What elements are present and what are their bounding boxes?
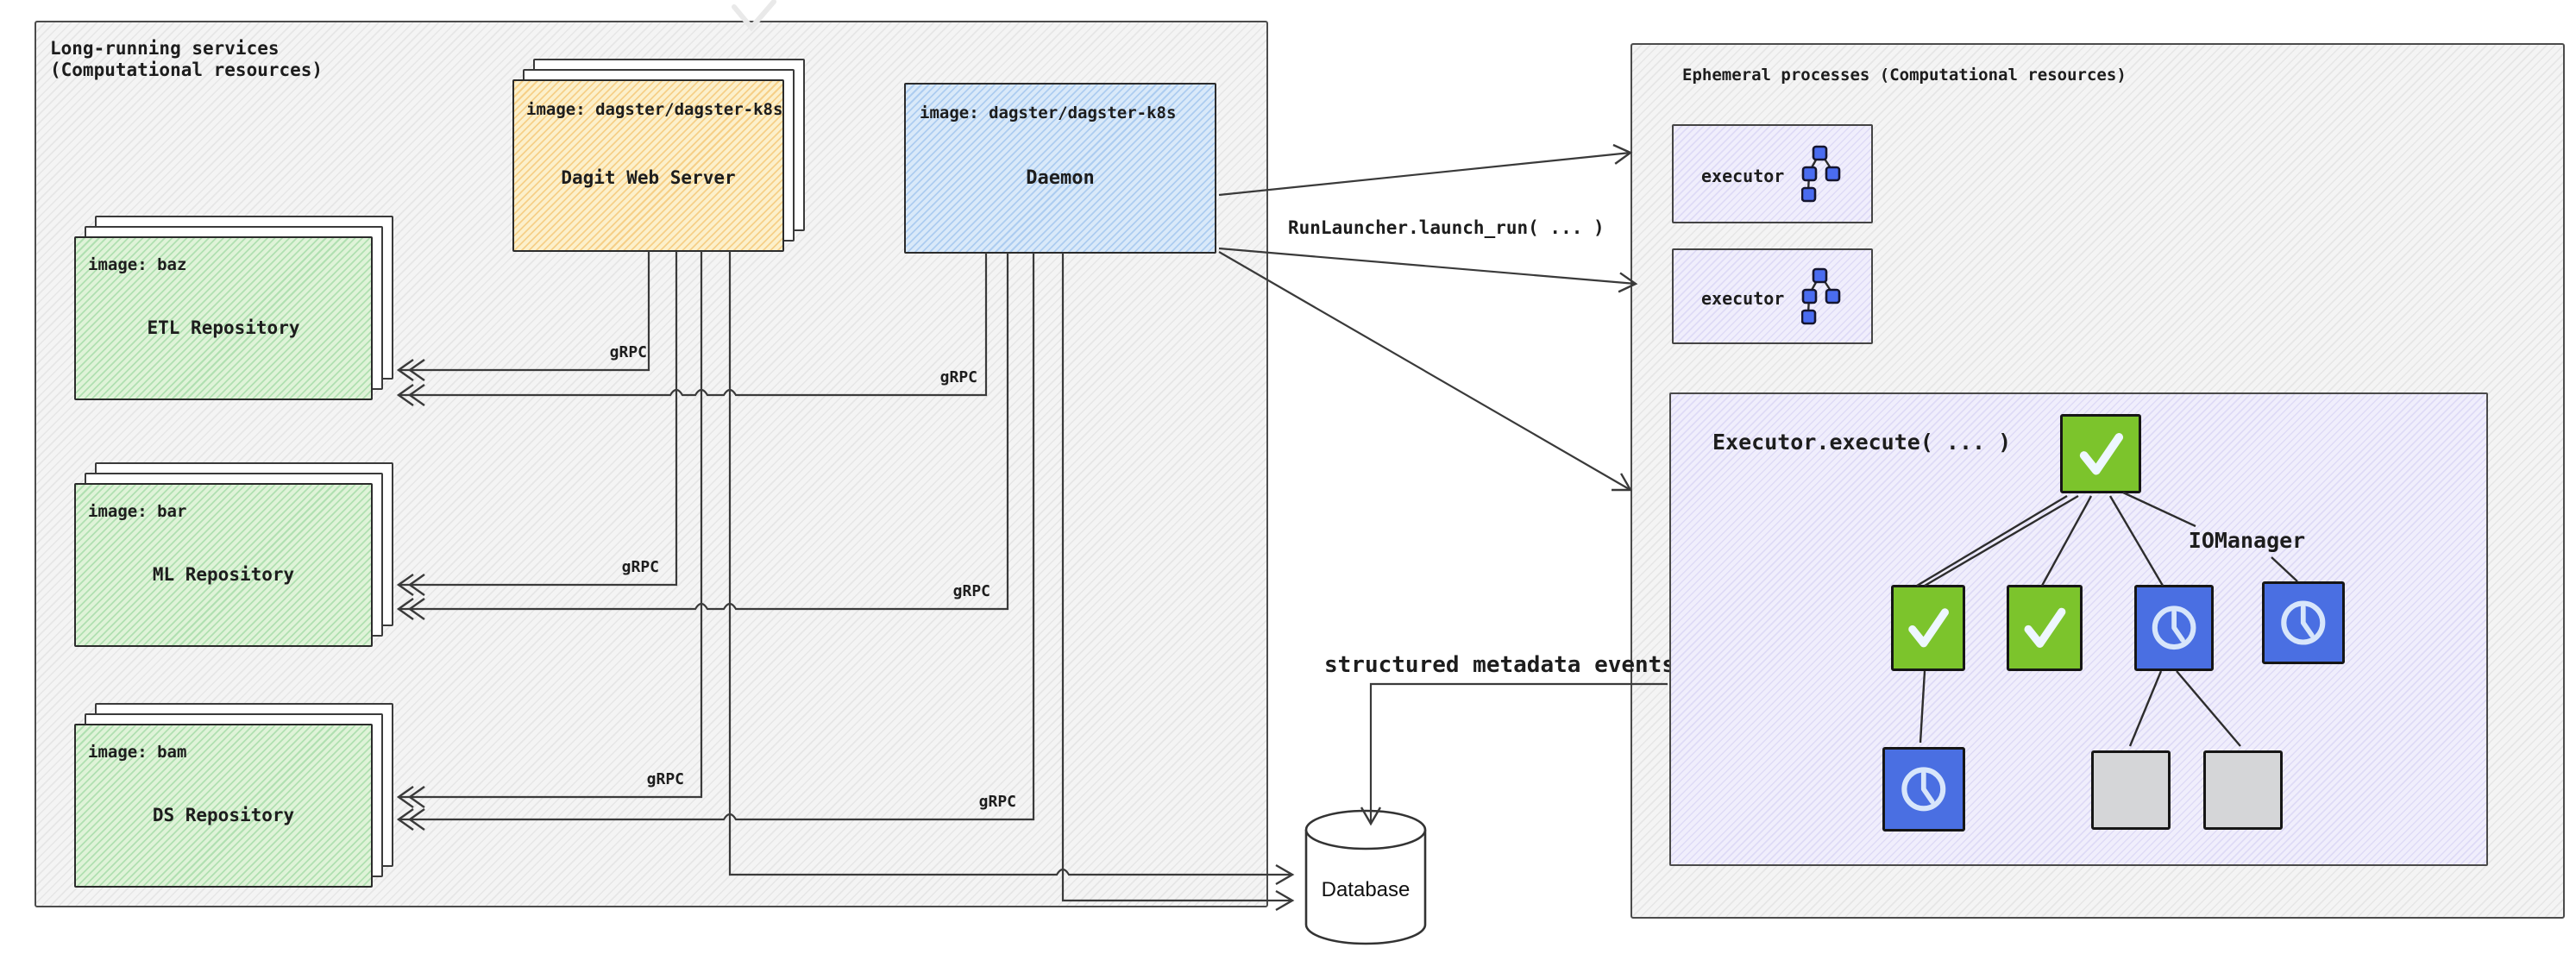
executor-1-label: executor bbox=[1701, 166, 1785, 186]
op-node-success-icon bbox=[1891, 585, 1965, 671]
etl-image-label: image: baz bbox=[88, 255, 187, 274]
etl-repository-box: image: baz ETL Repository bbox=[74, 236, 373, 400]
ml-name: ML Repository bbox=[152, 564, 295, 585]
edge-daemon-executor-2 bbox=[1218, 247, 1638, 293]
executor-execute-box: Executor.execute( ... ) IOManager bbox=[1669, 392, 2488, 866]
op-node-running-clock-icon bbox=[1882, 747, 1965, 832]
left-panel-title-line1: Long-running services bbox=[50, 38, 280, 59]
grpc-label-etl-daemon: gRPC bbox=[939, 368, 977, 386]
ds-repository-box: image: bam DS Repository bbox=[74, 724, 373, 888]
edge-metadata-events-database bbox=[1360, 682, 1668, 826]
daemon-image-label: image: dagster/dagster-k8s bbox=[920, 104, 1177, 122]
dag-icon bbox=[1801, 145, 1841, 203]
run-launcher-label: RunLauncher.launch_run( ... ) bbox=[1288, 217, 1605, 238]
op-node-root-success-icon bbox=[2060, 414, 2141, 493]
left-panel-title-line2: (Computational resources) bbox=[50, 60, 324, 80]
daemon-box: image: dagster/dagster-k8s Daemon bbox=[904, 83, 1216, 254]
iomanager-label: IOManager bbox=[2188, 528, 2306, 553]
ds-image-label: image: bam bbox=[88, 743, 187, 762]
grpc-label-ml-dagit: gRPC bbox=[621, 558, 659, 576]
op-node-queued bbox=[2091, 750, 2171, 830]
executor-execute-title: Executor.execute( ... ) bbox=[1712, 430, 2012, 455]
dag-icon bbox=[1801, 267, 1841, 325]
database-label: Database bbox=[1321, 878, 1411, 901]
op-node-running-clock-icon bbox=[2262, 581, 2345, 664]
grpc-label-etl-dagit: gRPC bbox=[609, 343, 647, 361]
grpc-label-ml-daemon: gRPC bbox=[952, 582, 990, 600]
op-node-queued bbox=[2203, 750, 2283, 830]
metadata-events-label: structured metadata events bbox=[1324, 652, 1675, 678]
executor-box-2: executor bbox=[1672, 248, 1873, 344]
right-panel-title: Ephemeral processes (Computational resou… bbox=[1682, 66, 2127, 85]
ml-image-label: image: bar bbox=[88, 502, 187, 521]
edge-daemon-executor-execute bbox=[1218, 251, 1633, 492]
edge-daemon-executor-1 bbox=[1218, 143, 1633, 197]
daemon-name: Daemon bbox=[1026, 167, 1095, 189]
dagit-name: Dagit Web Server bbox=[561, 167, 736, 188]
op-node-success-icon bbox=[2007, 585, 2083, 671]
executor-box-1: executor bbox=[1672, 124, 1873, 223]
dagit-image-label: image: dagster/dagster-k8s bbox=[526, 100, 783, 119]
grpc-label-ds-dagit: gRPC bbox=[646, 770, 684, 788]
dagit-web-server-box: image: dagster/dagster-k8s Dagit Web Ser… bbox=[512, 79, 784, 252]
executor-2-label: executor bbox=[1701, 288, 1785, 309]
ds-name: DS Repository bbox=[152, 805, 295, 825]
etl-name: ETL Repository bbox=[147, 317, 300, 338]
grpc-label-ds-daemon: gRPC bbox=[978, 793, 1016, 811]
left-panel-title: Long-running services (Computational res… bbox=[50, 38, 323, 81]
ml-repository-box: image: bar ML Repository bbox=[74, 483, 373, 647]
op-node-running-clock-icon bbox=[2134, 585, 2214, 671]
